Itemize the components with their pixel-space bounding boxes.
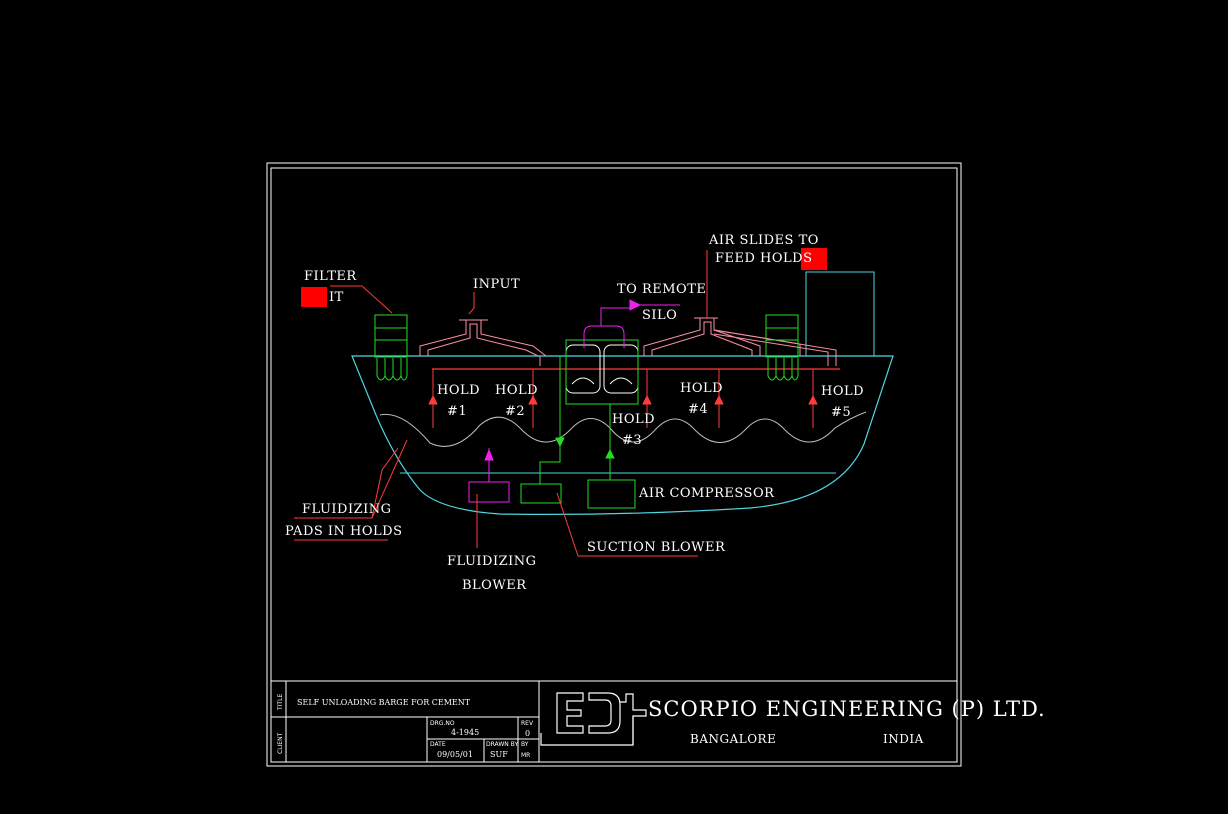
air-slide-hopper xyxy=(643,317,837,366)
label-suction-blower: SUCTION BLOWER xyxy=(587,540,726,555)
suction-blower-leader xyxy=(556,492,698,557)
label-to-remote: TO REMOTE xyxy=(617,282,706,297)
redaction-block-filter xyxy=(301,287,327,307)
fluidizing-pads-wave xyxy=(379,411,867,447)
label-filter: FILTER xyxy=(304,269,357,284)
barge-hull xyxy=(351,355,894,515)
suction-blower-box xyxy=(520,483,562,504)
label-hold4-b: #4 xyxy=(688,402,708,417)
redaction-block-airslides xyxy=(801,248,827,270)
company-name: SCORPIO ENGINEERING (P) LTD. xyxy=(648,697,1046,721)
label-air-slides-1: AIR SLIDES TO xyxy=(708,233,819,248)
label-fluidizing-pads-1: FLUIDIZING xyxy=(302,502,392,517)
magenta-silo-line xyxy=(583,299,680,348)
label-hold3-b: #3 xyxy=(622,433,642,448)
input-hopper xyxy=(419,319,547,366)
fluidizing-blower-line xyxy=(484,448,494,482)
filter-unit-right xyxy=(765,314,799,381)
label-hold2-a: HOLD xyxy=(495,383,538,398)
company-country: INDIA xyxy=(883,732,924,746)
label-hold2-b: #2 xyxy=(505,404,525,419)
label-hold1-a: HOLD xyxy=(437,383,480,398)
label-hold5-a: HOLD xyxy=(821,384,864,399)
drawn-label: DRAWN BY xyxy=(486,741,518,748)
green-conveying-lines xyxy=(539,339,639,484)
label-air-compressor: AIR COMPRESSOR xyxy=(638,486,775,501)
hold-feed-arrows xyxy=(428,369,818,428)
outer-frame xyxy=(266,162,962,767)
by-label: BY xyxy=(521,741,529,748)
label-hold4-a: HOLD xyxy=(680,381,723,396)
filter-leader xyxy=(330,285,393,314)
title-tag: TITLE xyxy=(277,694,284,711)
drawn-value: SUF xyxy=(490,750,508,759)
input-leader xyxy=(468,292,475,315)
label-hold5-b: #5 xyxy=(831,405,851,420)
rev-value: 0 xyxy=(525,729,530,738)
deck-house xyxy=(805,271,875,357)
drawing-title: SELF UNLOADING BARGE FOR CEMENT xyxy=(297,698,471,707)
date-label: DATE xyxy=(430,741,446,748)
label-hold1-b: #1 xyxy=(447,404,467,419)
client-tag: CLIENT xyxy=(277,732,284,754)
company-logo-icon xyxy=(540,692,647,746)
air-compressor-box xyxy=(587,479,636,509)
rev-label: REV xyxy=(521,720,534,727)
fluidizing-blower-box xyxy=(468,481,510,503)
company-city: BANGALORE xyxy=(690,732,776,746)
title-block xyxy=(271,680,957,762)
inner-frame xyxy=(270,167,958,763)
label-input: INPUT xyxy=(473,277,520,292)
dwg-no-label: DRG.NO xyxy=(430,720,455,727)
date-value: 09/05/01 xyxy=(437,750,473,759)
label-silo: SILO xyxy=(642,308,677,323)
label-filter-it: IT xyxy=(329,290,344,305)
dwg-no: 4-1945 xyxy=(451,728,479,737)
by-value: MR xyxy=(521,752,530,759)
label-fluidizing-pads-2: PADS IN HOLDS xyxy=(285,524,403,539)
label-air-slides-2: FEED HOLDS xyxy=(715,251,813,266)
filter-unit-left xyxy=(374,314,408,381)
label-hold3-a: HOLD xyxy=(612,412,655,427)
label-fluidizing-blower-1: FLUIDIZING xyxy=(447,554,537,569)
fluidizing-pads-leader-2 xyxy=(371,447,399,519)
label-fluidizing-blower-2: BLOWER xyxy=(462,578,527,593)
